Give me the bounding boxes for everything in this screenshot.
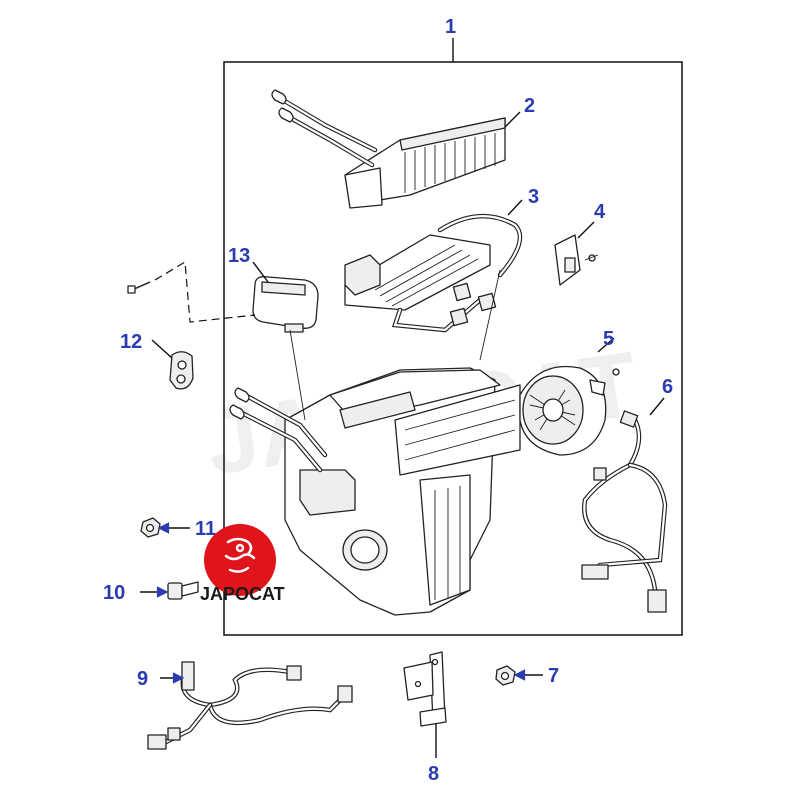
dashed-guide-line xyxy=(154,260,256,323)
resistor-part[interactable] xyxy=(554,234,599,286)
logo-text: JAPOCAT xyxy=(200,584,285,604)
callout-leader-2 xyxy=(504,111,521,128)
callout-6: 6 xyxy=(662,376,673,398)
callout-leader-5 xyxy=(597,337,615,353)
bolt-part-10[interactable] xyxy=(167,581,199,600)
hvac-housing-part[interactable] xyxy=(229,269,521,616)
callout-leader-13 xyxy=(252,261,269,283)
callout-4: 4 xyxy=(594,201,606,223)
callout-arrow-7 xyxy=(513,669,526,681)
callout-leader-4 xyxy=(577,221,595,239)
callout-3: 3 xyxy=(528,186,539,208)
callout-2: 2 xyxy=(524,95,535,117)
callout-13: 13 xyxy=(228,245,250,267)
callout-leader-3 xyxy=(507,199,523,216)
callout-12: 12 xyxy=(120,331,142,353)
nut-part-11[interactable] xyxy=(140,517,161,538)
callout-leader-12 xyxy=(151,339,173,359)
callout-9: 9 xyxy=(137,668,148,690)
callout-11: 11 xyxy=(195,518,216,540)
screw-part[interactable] xyxy=(127,281,151,294)
blower-harness-part[interactable] xyxy=(581,410,668,613)
bracket-part[interactable] xyxy=(403,651,447,727)
callout-10: 10 xyxy=(103,582,125,604)
actuator-part[interactable] xyxy=(252,276,319,333)
callout-arrow-10 xyxy=(156,586,169,598)
callout-arrow-9 xyxy=(172,672,185,684)
nut-part-7[interactable] xyxy=(495,665,516,686)
blower-fan-part[interactable] xyxy=(519,365,620,456)
japocat-logo: JAPOCAT xyxy=(200,524,285,604)
ptc-heater-part[interactable] xyxy=(344,213,523,333)
callout-5: 5 xyxy=(603,328,614,350)
callout-8: 8 xyxy=(428,763,439,785)
heater-core-part[interactable] xyxy=(271,89,506,209)
callout-7: 7 xyxy=(548,665,559,687)
wiring-harness-part[interactable] xyxy=(147,661,353,750)
gasket-plate-part[interactable] xyxy=(169,351,194,390)
callout-leader-6 xyxy=(649,397,665,416)
callout-1: 1 xyxy=(445,16,456,38)
callout-arrow-11 xyxy=(157,522,170,534)
